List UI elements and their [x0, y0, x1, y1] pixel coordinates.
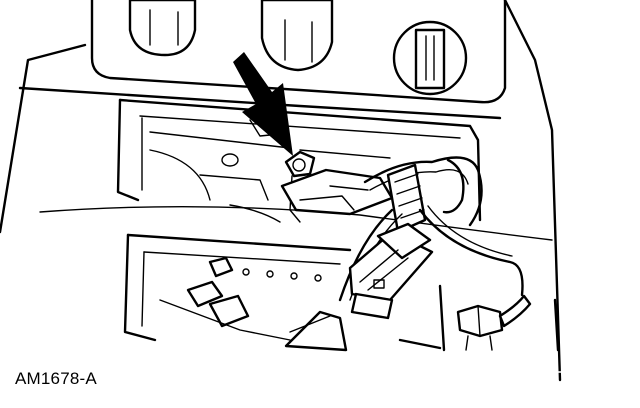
climate-control-panel [18, 0, 507, 120]
pointer-arrow [233, 52, 293, 156]
retaining-clip [284, 150, 316, 223]
figure-caption: AM1678-A [15, 369, 97, 388]
knob-left [128, 0, 197, 57]
pigtail-connector [456, 294, 532, 351]
radio-cavity [116, 98, 482, 223]
harness-connector [348, 222, 434, 320]
lower-compartment [123, 233, 352, 342]
wiring-harness [338, 156, 524, 302]
knob-center [260, 0, 334, 72]
knob-right [392, 20, 468, 96]
lower-console [284, 284, 560, 352]
